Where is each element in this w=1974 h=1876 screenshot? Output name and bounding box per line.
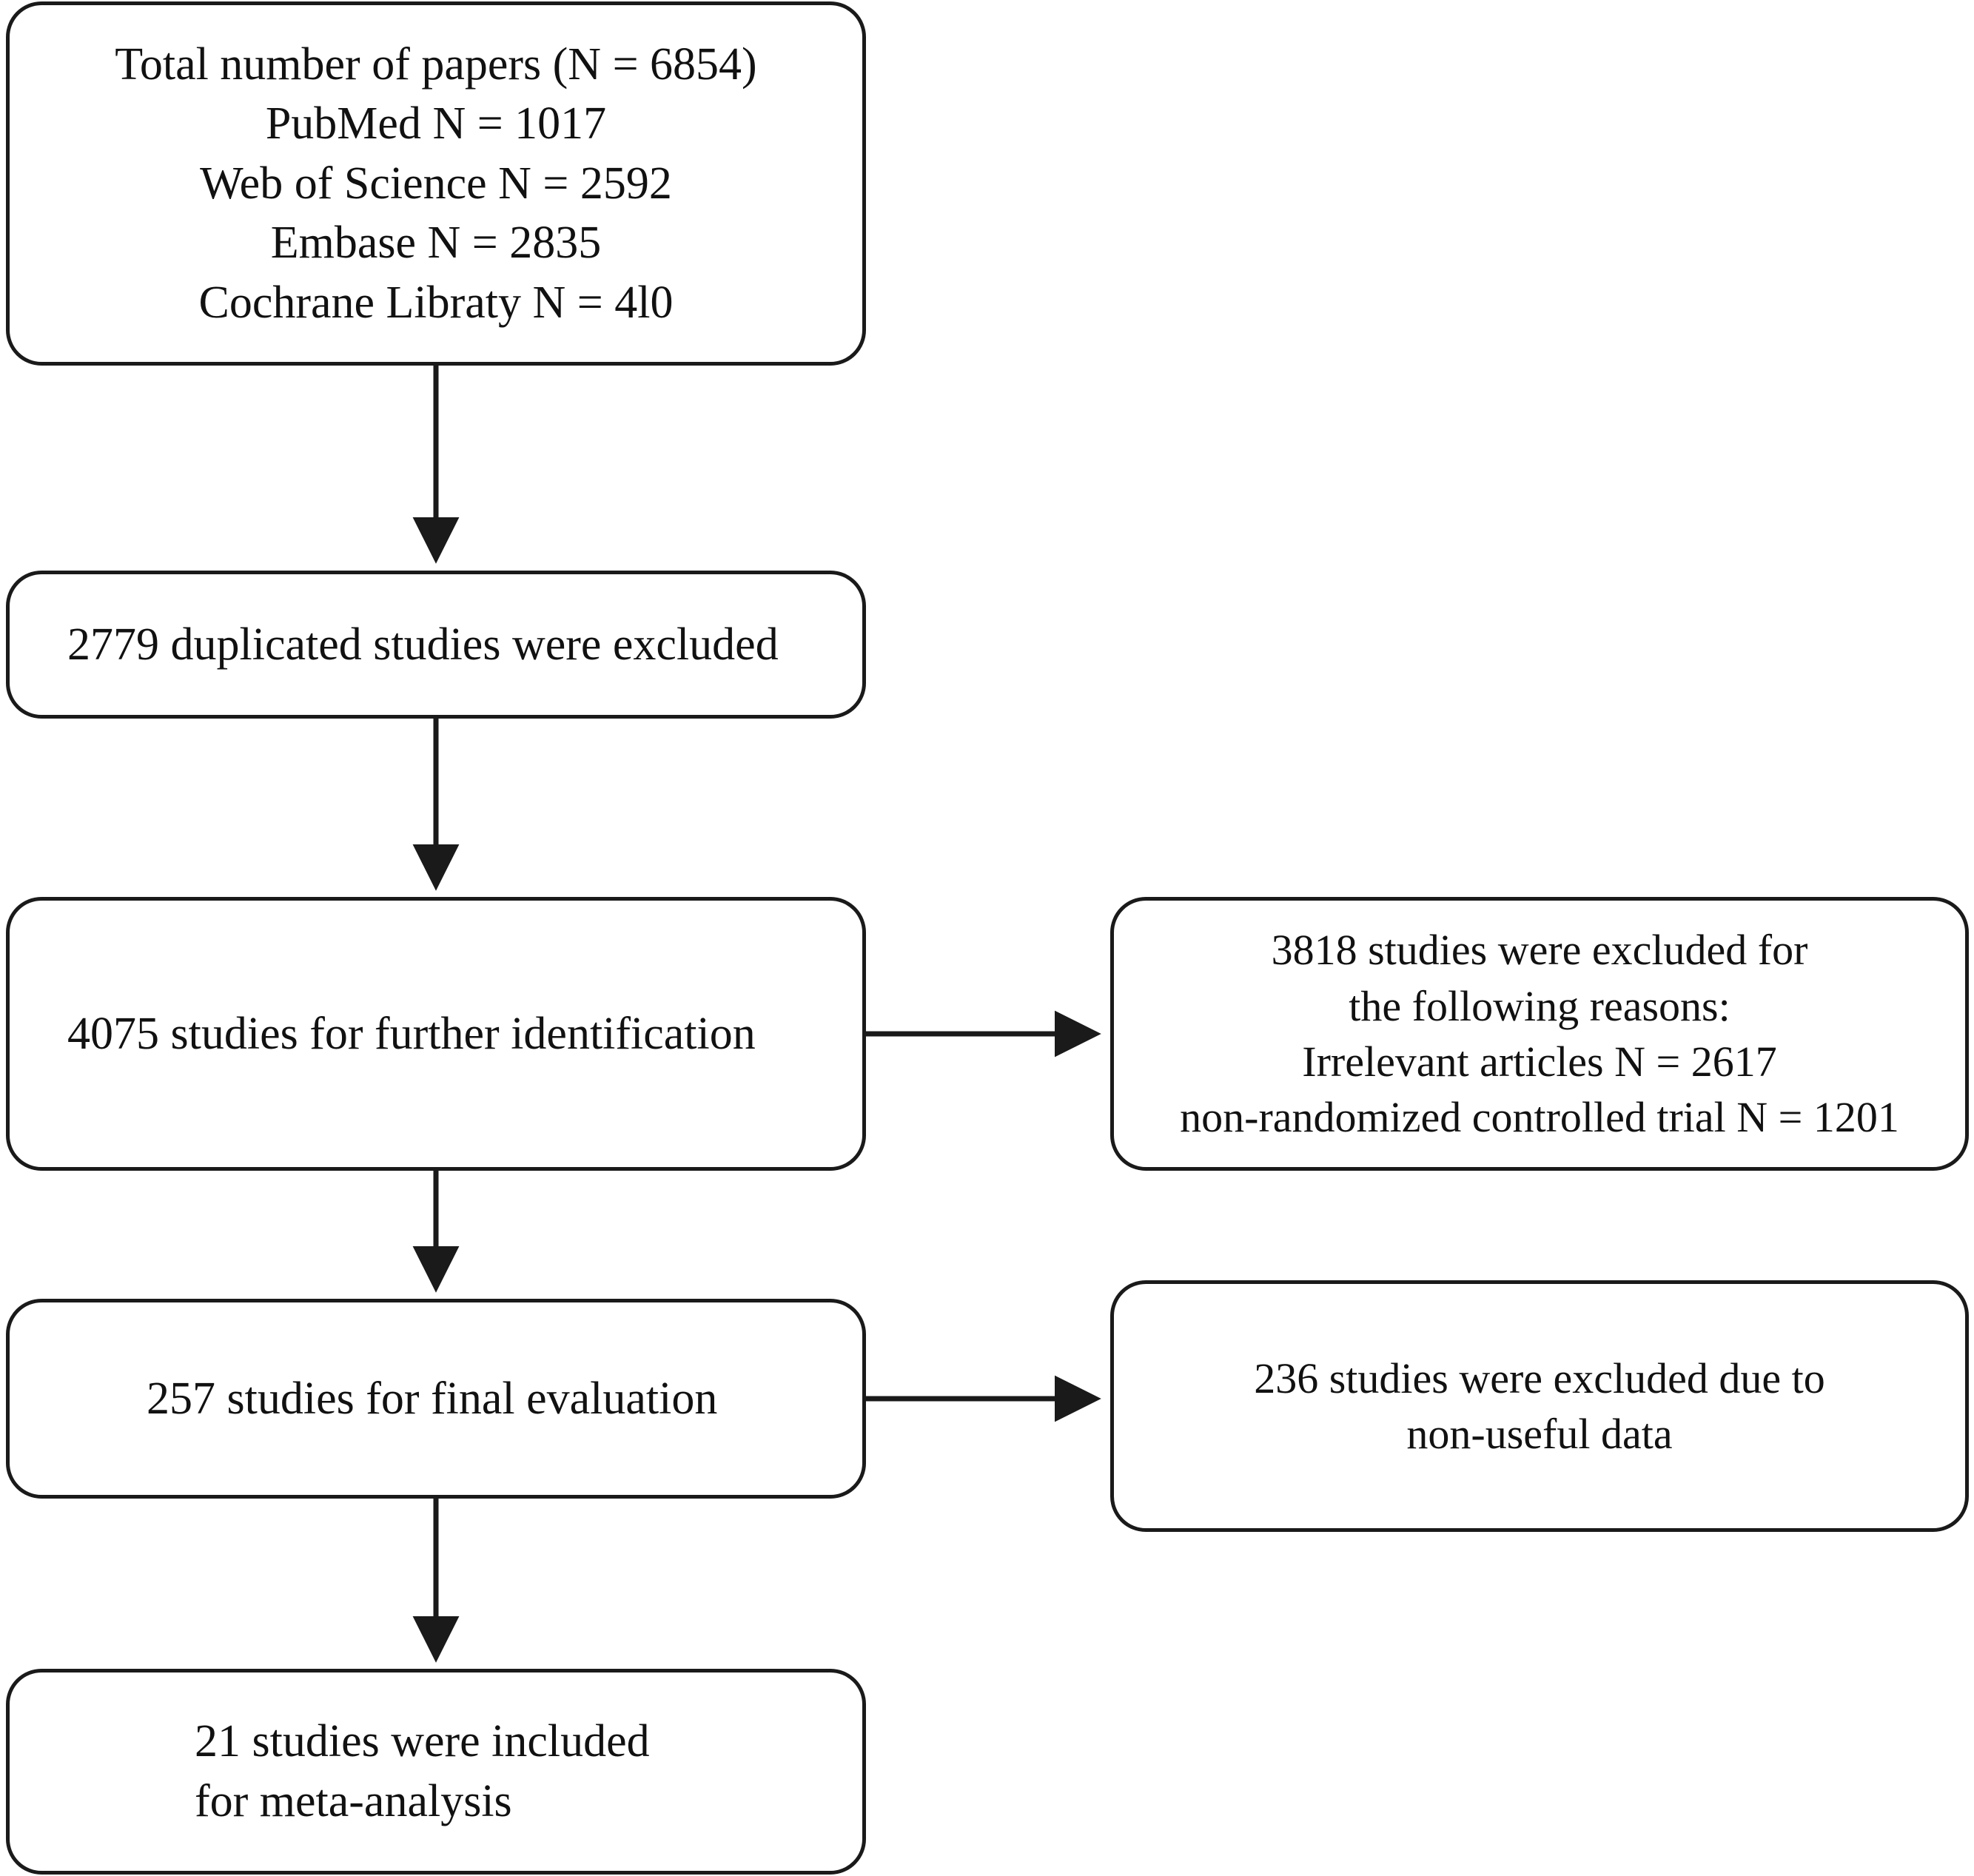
node-line: Irrelevant articles N = 2617 [1302,1038,1777,1086]
node-line: Total number of papers (N = 6854) [115,38,757,90]
node-line: Embase N = 2835 [270,218,602,269]
node-line: the following reasons: [1349,981,1730,1030]
node-line: for meta-analysis [195,1776,512,1826]
node-excluded-nonuseful-data: 236 studies were excluded due to non-use… [1110,1280,1969,1532]
node-line: 236 studies were excluded due to [1254,1354,1825,1402]
node-line: 4075 studies for further identification [67,1008,756,1059]
node-line: 2779 duplicated studies were excluded [67,619,779,670]
node-line: 3818 studies were excluded for [1271,926,1808,975]
node-line: PubMed N = 1017 [265,98,607,149]
node-included-meta-analysis: 21 studies were included for meta-analys… [6,1669,866,1875]
node-line: 257 studies for final evaluation [147,1373,718,1424]
node-final-evaluation: 257 studies for final evaluation [6,1299,866,1499]
node-excluded-reasons: 3818 studies were excluded for the follo… [1110,897,1969,1171]
node-line: 21 studies were included [195,1716,650,1767]
node-line: Web of Science N = 2592 [200,158,672,209]
node-line: Cochrane Libraty N = 4l0 [198,277,674,328]
node-line: non-useful data [1406,1410,1673,1458]
node-line: non-randomized controlled trial N = 1201 [1180,1093,1899,1142]
node-further-identification: 4075 studies for further identification [6,897,866,1171]
node-duplicates-excluded: 2779 duplicated studies were excluded [6,571,866,719]
node-total-papers: Total number of papers (N = 6854) PubMed… [6,1,866,366]
